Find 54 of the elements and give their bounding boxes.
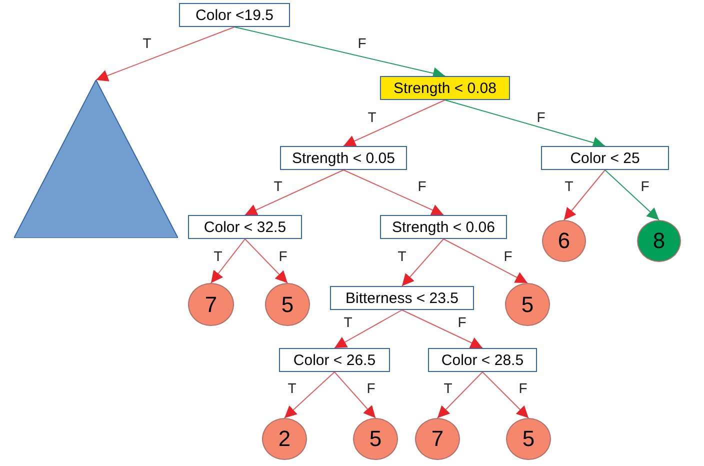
leaf-circle: 5 [353,418,398,460]
leaf-circle: 5 [506,418,551,460]
split-node-box: Strength < 0.06 [380,215,507,239]
edge-label: F [276,248,290,264]
leaf-circle: 8 [637,220,681,262]
arrow [210,238,246,284]
leaf-circle: 7 [188,283,234,326]
arrow [564,170,606,220]
edge-label: T [342,314,354,330]
edge-label: T [562,178,576,194]
split-node-box: Color <19.5 [179,3,290,27]
arrow [402,238,444,286]
edge-label: T [212,248,224,264]
split-node-box: Color < 25 [541,146,669,170]
edge-label: T [442,380,454,396]
split-node-box: Color < 32.5 [188,215,302,239]
arrow [244,170,344,216]
arrow [437,372,483,418]
edge-label: T [286,380,298,396]
edge-label: F [516,380,530,396]
leaf-circle: 2 [262,418,307,460]
edge-label: F [416,178,428,194]
leaf-circle: 6 [542,220,586,262]
leaf-circle: 5 [265,283,310,326]
split-node-box: Strength < 0.08 [380,76,510,100]
split-node-box: Bitterness < 23.5 [330,286,474,310]
arrow [444,100,606,148]
edge-label: T [396,248,408,264]
edge-label: T [140,35,154,51]
subtree-triangle [14,80,178,238]
edge-label: F [364,380,378,396]
edge-label: T [272,178,284,194]
edge-label: F [356,35,368,51]
arrow [343,170,444,216]
leaf-circle: 5 [505,283,550,326]
leaf-circle: 7 [415,418,460,460]
arrow [244,238,288,284]
split-node-box: Strength < 0.05 [280,146,407,170]
edge-label: F [502,248,514,264]
split-node-box: Color < 26.5 [279,348,390,372]
arrow [334,372,376,418]
arrow [402,310,483,348]
arrow [343,100,446,146]
edge-label: F [534,109,548,125]
arrow [284,372,335,418]
arrow [96,26,235,82]
edge-label: F [456,314,468,330]
arrow [604,170,660,220]
arrow [334,310,402,348]
edge-label: T [366,109,378,125]
arrow [482,372,529,418]
arrow [443,238,528,284]
split-node-box: Color < 28.5 [428,348,537,372]
edge-label: F [638,178,652,194]
